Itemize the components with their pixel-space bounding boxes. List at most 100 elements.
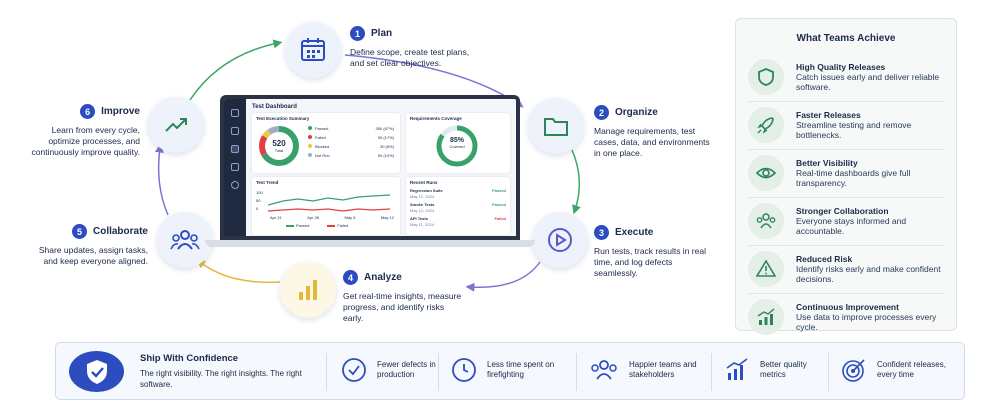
benefit-text: Happier teams and stakeholders (629, 360, 697, 379)
dashboard-title: Test Dashboard (252, 104, 297, 110)
x-tick: May 5 (344, 215, 356, 220)
team-icon (591, 360, 617, 380)
legend-label: Failed (315, 135, 326, 140)
legend-row: Failed 90 (17%) (308, 135, 394, 141)
coverage-card: Requirements Coverage 85% Covered (406, 113, 510, 173)
benefit-item: Better quality metrics (724, 357, 820, 383)
step-description: Define scope, create test plans, and set… (350, 47, 470, 68)
achieve-title: High Quality Releases (796, 61, 886, 72)
step-number: 5 (71, 224, 87, 239)
legend-value: 90 (17%) (377, 135, 394, 140)
shield-check-icon (86, 359, 107, 384)
total-label: Total (274, 148, 284, 153)
dashboard-sidebar (224, 99, 246, 236)
laptop-base (205, 240, 535, 247)
achieve-title: Better Visibility (796, 157, 858, 168)
step-number: 4 (343, 270, 358, 285)
coverage-label: Covered (449, 144, 465, 149)
bar-chart-icon[interactable] (231, 145, 239, 153)
step-number: 2 (594, 105, 609, 120)
improve-step-icon (148, 97, 204, 153)
step-number: 3 (594, 225, 609, 240)
achieve-desc: Identify risks early and make confident … (796, 263, 941, 285)
card-title: Recent Runs (410, 180, 438, 185)
arrow-improve-plan (189, 39, 283, 101)
legend-label: Not Run (315, 153, 330, 158)
achieve-title: Faster Releases (796, 109, 861, 120)
warning-icon (756, 259, 776, 277)
achieve-title: Continuous Improvement (796, 301, 899, 312)
banner-desc: The right visibility. The right insights… (140, 369, 302, 389)
ship-with-confidence-banner: Ship With Confidence The right visibilit… (55, 342, 965, 400)
play-icon (548, 228, 572, 252)
eye-icon (755, 167, 777, 179)
divider (438, 353, 439, 391)
coverage-value: 85% (449, 137, 464, 144)
collaborate-step-icon (157, 212, 213, 268)
step-title: Organize (615, 107, 658, 118)
what-teams-achieve-panel: What Teams Achieve High Quality Releases… (735, 18, 957, 335)
legend-value: 50 (10%) (377, 153, 394, 158)
failed-line (268, 208, 391, 212)
bar-chart-icon (299, 280, 317, 300)
divider (326, 353, 327, 391)
step-number: 6 (80, 104, 96, 119)
laptop-dashboard: Test Dashboard Test Execution Summary 52… (220, 95, 520, 240)
step-description: Run tests, track results in real time, a… (594, 246, 706, 278)
achieve-desc: Use data to improve processes every cycl… (796, 311, 937, 333)
x-tick: Apr 21 (270, 215, 282, 220)
trend-legend-passed: Passed (296, 223, 310, 228)
gear-icon[interactable] (231, 181, 239, 189)
benefit-text: Confident releases, every time (877, 360, 946, 379)
benefit-text: Less time spent on firefighting (487, 360, 555, 379)
card-title: Test Trend (256, 180, 279, 185)
panel-title: What Teams Achieve (796, 33, 896, 44)
run-date: May 12, 2024 (410, 208, 435, 213)
coverage-donut (436, 125, 478, 167)
benefit-item: Less time spent on firefighting (451, 357, 559, 383)
legend-label: Passed (315, 126, 329, 131)
run-status: Passed (491, 188, 506, 193)
plan-step-icon (285, 22, 341, 78)
divider (828, 353, 829, 391)
benefit-text: Fewer defects in production (377, 360, 436, 379)
calendar-icon[interactable] (231, 127, 239, 135)
achieve-desc: Everyone stays informed and accountable. (796, 215, 907, 237)
trend-icon[interactable] (231, 163, 239, 171)
legend-row: Not Run 50 (10%) (308, 153, 394, 159)
clock-icon (452, 358, 476, 382)
calendar-icon (301, 38, 325, 61)
x-tick: Apr 28 (307, 215, 320, 220)
check-circle-icon (342, 358, 366, 382)
trend-up-icon (165, 118, 187, 132)
home-icon[interactable] (231, 109, 239, 117)
step-title: Plan (371, 28, 393, 39)
benefit-item: Confident releases, every time (841, 357, 957, 383)
run-name: API Tests (410, 216, 428, 221)
team-icon (170, 230, 200, 250)
chart-icon (726, 358, 748, 380)
y-tick: 50 (256, 198, 261, 203)
passed-line (268, 194, 391, 206)
step-title: Execute (615, 227, 654, 238)
analyze-step-icon (280, 262, 336, 318)
trend-legend-failed: Failed (337, 223, 349, 228)
arrow-collaborate-improve (154, 143, 169, 216)
divider (711, 353, 712, 391)
